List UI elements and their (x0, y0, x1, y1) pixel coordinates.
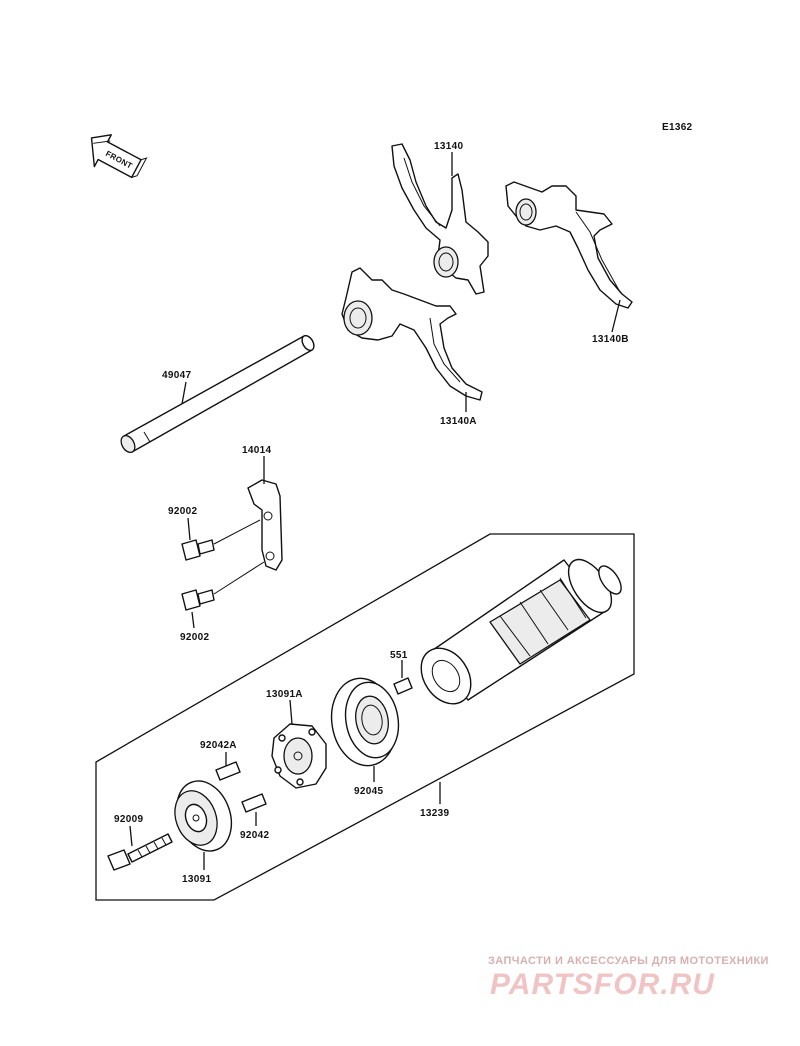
dash-line-top (213, 519, 261, 545)
pin-plate-13091A[interactable] (271, 723, 327, 789)
shift-fork-13140B[interactable] (505, 181, 633, 309)
label-92042: 92042 (240, 830, 269, 841)
label-92045: 92045 (354, 786, 383, 797)
label-92009: 92009 (114, 814, 143, 825)
leader-92009 (129, 825, 133, 847)
leader-13140B (611, 299, 621, 333)
pin-551[interactable] (393, 677, 413, 695)
dash-line-bottom (213, 561, 265, 595)
shift-fork-13140[interactable] (391, 143, 489, 295)
shift-rod-49047[interactable] (118, 334, 316, 455)
label-14014: 14014 (242, 445, 271, 456)
leader-92002-top (187, 517, 191, 541)
label-49047: 49047 (162, 370, 191, 381)
leader-92002-bottom (191, 611, 195, 629)
label-551: 551 (390, 650, 408, 661)
watermark-tagline: ЗАПЧАСТИ И АКСЕССУАРЫ ДЛЯ МОТОТЕХНИКИ (488, 955, 769, 967)
shift-fork-13140A[interactable] (341, 267, 483, 401)
pin-92042A[interactable] (215, 761, 241, 781)
label-92042A: 92042A (200, 740, 237, 751)
bearing-92045[interactable] (325, 673, 404, 771)
label-13140B: 13140B (592, 334, 629, 345)
screw-92009[interactable] (107, 833, 173, 871)
diagram-code: E1362 (662, 122, 693, 133)
label-13140: 13140 (434, 141, 463, 152)
label-13140A: 13140A (440, 416, 477, 427)
label-92002-top: 92002 (168, 506, 197, 517)
leader-13091A (289, 699, 293, 725)
pin-92042[interactable] (241, 793, 267, 813)
label-13091A: 13091A (266, 689, 303, 700)
ratchet-plate-13091[interactable] (167, 773, 240, 858)
front-arrow-icon: FRONT (90, 134, 148, 179)
assembly-frame-13239 (95, 533, 635, 901)
leader-49047 (181, 381, 187, 405)
label-13091: 13091 (182, 874, 211, 885)
bolt-92002-bottom[interactable] (181, 589, 215, 611)
watermark-brand: PARTSFOR.RU (490, 968, 715, 1001)
shift-drum[interactable] (411, 552, 626, 713)
label-92002-bottom: 92002 (180, 632, 209, 643)
bolt-92002-top[interactable] (181, 539, 215, 561)
label-13239: 13239 (420, 808, 449, 819)
plate-14014[interactable] (247, 479, 283, 571)
